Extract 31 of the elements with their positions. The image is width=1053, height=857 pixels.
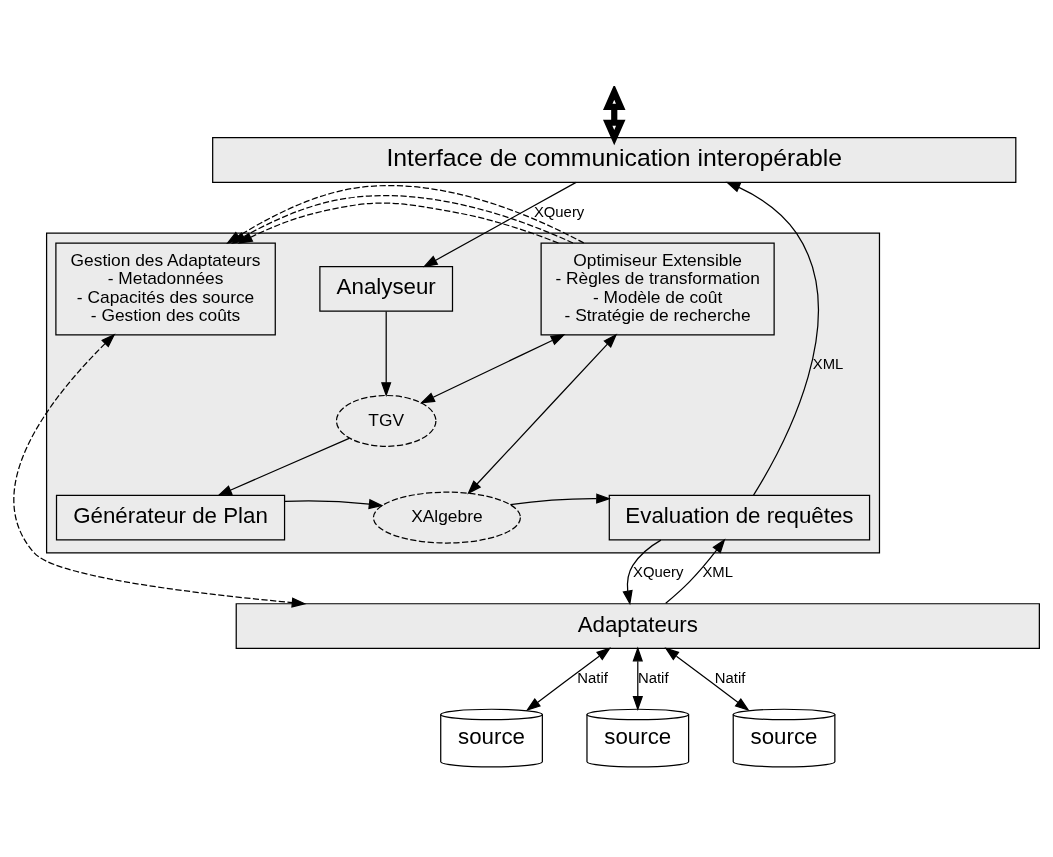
node-box: Optimiseur Extensible - Règles de transformation - Modèle de coût - Stratégie de recherche bbox=[540, 241, 775, 335]
node-ellipse: TGV bbox=[335, 394, 437, 447]
edge-label: XQuery bbox=[633, 563, 684, 580]
edge-label: Natif bbox=[714, 669, 746, 686]
arrow bbox=[525, 646, 612, 711]
arrow bbox=[13, 332, 307, 608]
arrow bbox=[603, 85, 626, 145]
arrow bbox=[420, 333, 566, 404]
node-box: Analyseur bbox=[319, 265, 454, 312]
arrow bbox=[622, 539, 662, 605]
arrow bbox=[632, 646, 643, 711]
node-box: Générateur de Plan bbox=[55, 494, 286, 541]
arrow bbox=[217, 437, 350, 496]
edge-label: XML bbox=[812, 355, 844, 372]
arrow bbox=[467, 332, 618, 495]
node-box: Gestion des Adaptateurs - Metadonnées - Capacités des source - Gestion des coûts bbox=[55, 241, 276, 335]
edge-label: Natif bbox=[638, 669, 669, 686]
node-box: Adaptateurs bbox=[235, 602, 1040, 649]
arrow bbox=[665, 538, 726, 604]
node-box: Interface de communication interopérable bbox=[212, 136, 1017, 183]
arrow bbox=[664, 646, 750, 711]
edge-label: XQuery bbox=[533, 203, 585, 220]
arrow bbox=[284, 498, 384, 509]
arrow bbox=[725, 181, 819, 496]
node-ellipse: XAlgebre bbox=[372, 491, 522, 544]
edge-label: Natif bbox=[577, 669, 608, 686]
arrow bbox=[380, 310, 392, 397]
arrow bbox=[509, 492, 612, 505]
node-box: Evaluation de requêtes bbox=[608, 494, 871, 541]
edge-label: XML bbox=[702, 563, 734, 580]
arrow bbox=[422, 181, 577, 267]
